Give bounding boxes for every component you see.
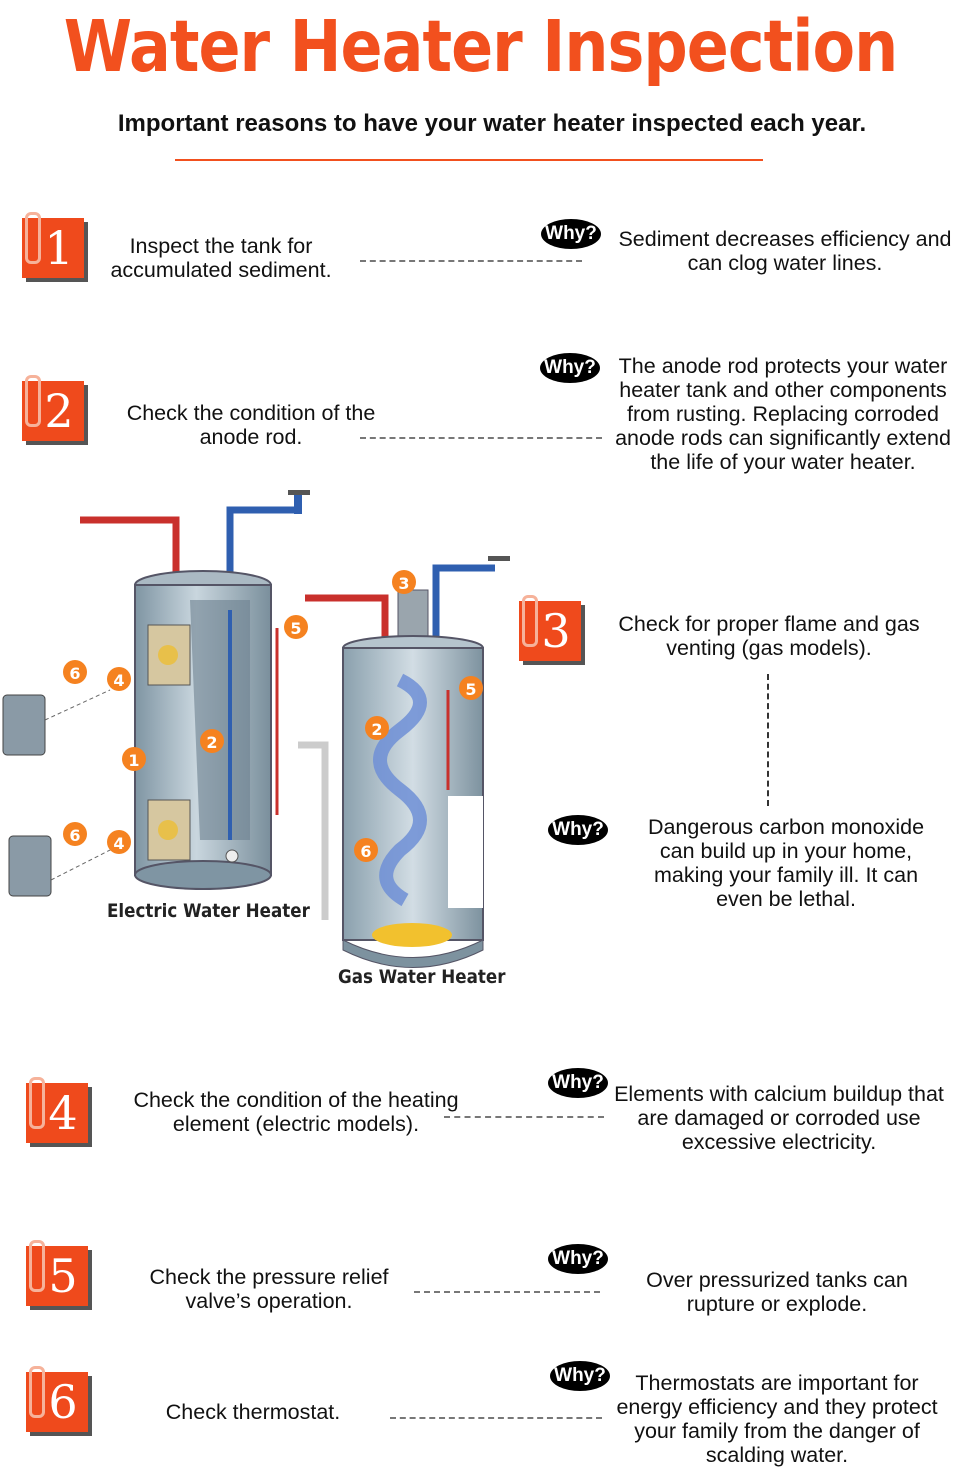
paperclip-icon [522, 595, 538, 647]
svg-text:5: 5 [465, 680, 476, 699]
marker-6-electric-bottom: 6 [63, 822, 87, 846]
why-badge-6: Why? [550, 1361, 610, 1391]
svg-text:5: 5 [290, 619, 301, 638]
electric-tank [134, 570, 279, 890]
reason-text-2: The anode rod protects your water heater… [615, 354, 951, 474]
marker-5-electric: 5 [284, 615, 308, 639]
paperclip-icon [29, 1366, 45, 1418]
connector-line-2 [360, 437, 602, 439]
marker-1: 1 [122, 747, 146, 771]
step-badge-6: 6 [26, 1366, 88, 1432]
page-subtitle: Important reasons to have your water hea… [117, 110, 867, 137]
svg-text:6: 6 [69, 664, 80, 683]
svg-text:4: 4 [113, 834, 124, 853]
svg-text:2: 2 [206, 733, 217, 752]
water-heater-diagram: 1 2 5 6 4 6 4 3 2 5 6 [2, 490, 510, 968]
why-badge-3: Why? [548, 815, 608, 845]
thermostat-boxes [2, 689, 119, 897]
paperclip-icon [29, 1240, 45, 1292]
why-badge-2: Why? [540, 353, 600, 383]
svg-text:3: 3 [398, 574, 409, 593]
marker-6-gas: 6 [354, 838, 378, 862]
reason-text-1: Sediment decreases efficiency and can cl… [618, 227, 952, 275]
svg-text:1: 1 [128, 751, 139, 770]
task-text-5: Check the pressure relief valve’s operat… [149, 1265, 389, 1313]
marker-6-electric-top: 6 [63, 660, 87, 684]
svg-text:4: 4 [113, 671, 124, 690]
connector-line-3 [767, 674, 769, 806]
paperclip-icon [29, 1077, 45, 1129]
electric-heater-label: Electric Water Heater [107, 900, 310, 922]
connector-line-1 [360, 260, 582, 262]
marker-4-electric-top: 4 [107, 667, 131, 691]
step-badge-1: 1 [22, 212, 84, 278]
reason-text-6: Thermostats are important for energy eff… [616, 1371, 938, 1467]
marker-5-gas: 5 [459, 676, 483, 700]
gas-heater-label: Gas Water Heater [338, 966, 506, 988]
task-text-1: Inspect the tank for accumulated sedimen… [110, 234, 332, 282]
svg-text:6: 6 [69, 826, 80, 845]
step-badge-3: 3 [519, 595, 581, 661]
marker-3-gas: 3 [392, 570, 416, 594]
why-badge-5: Why? [548, 1244, 608, 1274]
gas-tank [342, 589, 484, 968]
reason-text-4: Elements with calcium buildup that are d… [614, 1082, 944, 1154]
why-badge-1: Why? [541, 219, 601, 249]
task-text-2: Check the condition of the anode rod. [126, 401, 376, 449]
diagram-markers: 1 2 5 6 4 6 4 3 2 5 6 [63, 570, 483, 862]
task-text-3: Check for proper flame and gas venting (… [618, 612, 920, 660]
marker-4-electric-bottom: 4 [107, 830, 131, 854]
task-text-4: Check the condition of the heating eleme… [133, 1088, 459, 1136]
marker-2-electric: 2 [200, 729, 224, 753]
reason-text-3: Dangerous carbon monoxide can build up i… [647, 815, 925, 911]
reason-text-5: Over pressurized tanks can rupture or ex… [646, 1268, 908, 1316]
svg-text:6: 6 [360, 842, 371, 861]
why-badge-4: Why? [548, 1068, 608, 1098]
connector-line-5 [414, 1291, 600, 1293]
connector-line-6 [390, 1417, 602, 1419]
gas-heater-pipes [298, 556, 510, 920]
page-title: Water Heater Inspection [63, 4, 898, 89]
step-badge-2: 2 [22, 375, 84, 441]
task-text-6: Check thermostat. [165, 1400, 341, 1424]
step-badge-4: 4 [26, 1077, 88, 1143]
paperclip-icon [25, 375, 41, 427]
electric-heater-pipes [80, 490, 310, 580]
step-badge-5: 5 [26, 1240, 88, 1306]
connector-line-4 [444, 1116, 604, 1118]
paperclip-icon [25, 212, 41, 264]
title-divider [175, 159, 763, 161]
svg-text:2: 2 [371, 720, 382, 739]
marker-2-gas: 2 [365, 716, 389, 740]
